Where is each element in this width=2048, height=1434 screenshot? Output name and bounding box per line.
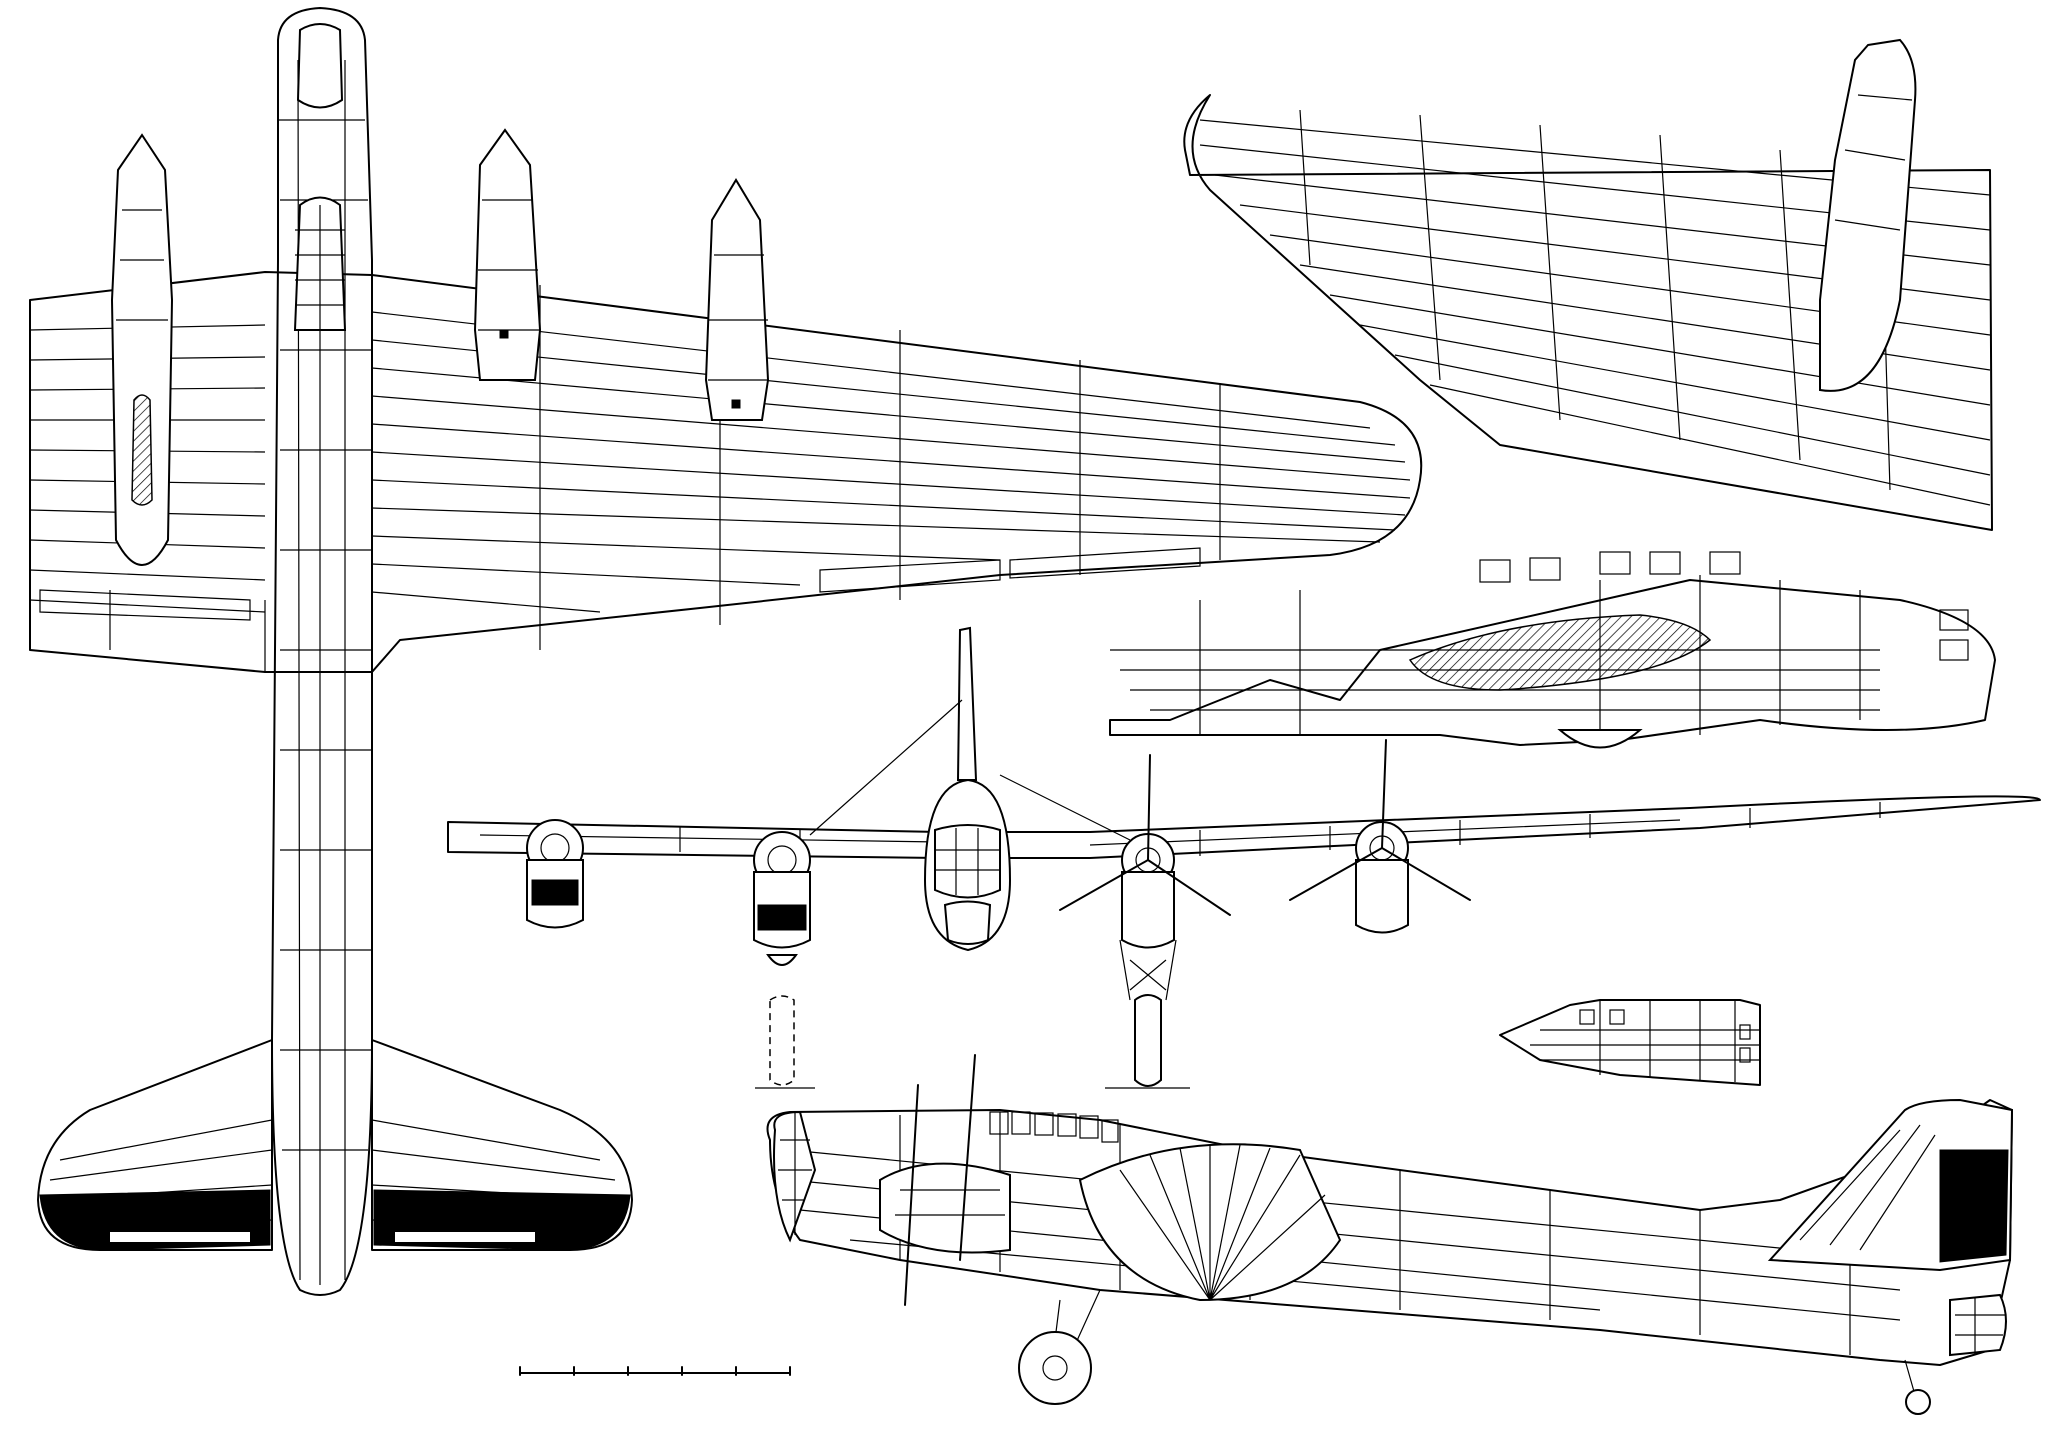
side-main-gear [1018,1289,1101,1405]
underside-wing-panel-lines [1199,109,1991,506]
cockpit-detail [1109,551,1996,749]
plan-wing-outline [29,271,1423,673]
nose-glazing-outline [1499,999,1761,1086]
plan-engine-nacelles [110,128,770,566]
front-nose-glazing [934,824,1001,945]
side-tail-wheel [1904,1359,1931,1415]
plan-tailplane [37,1039,633,1251]
front-view [447,626,2041,1089]
plan-fuselage [271,7,373,1296]
front-gear-retracted-outline [769,995,795,1086]
side-nose-glazing [773,1110,817,1243]
plan-elevators [39,1189,631,1251]
scale-bar [519,1366,791,1376]
front-fin [956,626,978,781]
front-engines [526,819,1409,966]
underside-engine-nacelle [1819,38,1917,392]
front-propellers [1059,739,1471,916]
underside-wing-outline [1183,94,1993,531]
plan-flaps [39,547,1201,621]
side-rudder [1939,1149,2009,1263]
side-fin-lines [1799,1124,1936,1251]
side-propellers [904,1054,976,1306]
cockpit-detail-windows [1479,551,1969,661]
cockpit-detail-outline [1109,579,1996,746]
cockpit-detail-hatched-panel [1408,614,1712,691]
plan-view [29,7,1423,1296]
front-antenna-wires [809,699,1131,841]
front-wing [447,795,2041,859]
underside-wing-view [1183,38,1993,531]
plan-canopy-glazing [293,23,347,331]
cockpit-detail-ventral-blister [1557,729,1643,749]
front-landing-gear [1105,939,1190,1089]
nose-glazing-detail [1499,999,1761,1086]
plan-tailplane-lines [44,1119,626,1231]
cockpit-detail-lines [1110,575,1880,735]
nose-glazing-lines [1530,1000,1760,1082]
side-cockpit-windows [989,1111,1119,1143]
side-tail-glazing [1949,1293,2007,1357]
side-wing-root-ribs [1119,1144,1326,1301]
side-engines [879,1162,1011,1254]
side-view [766,1054,2014,1415]
